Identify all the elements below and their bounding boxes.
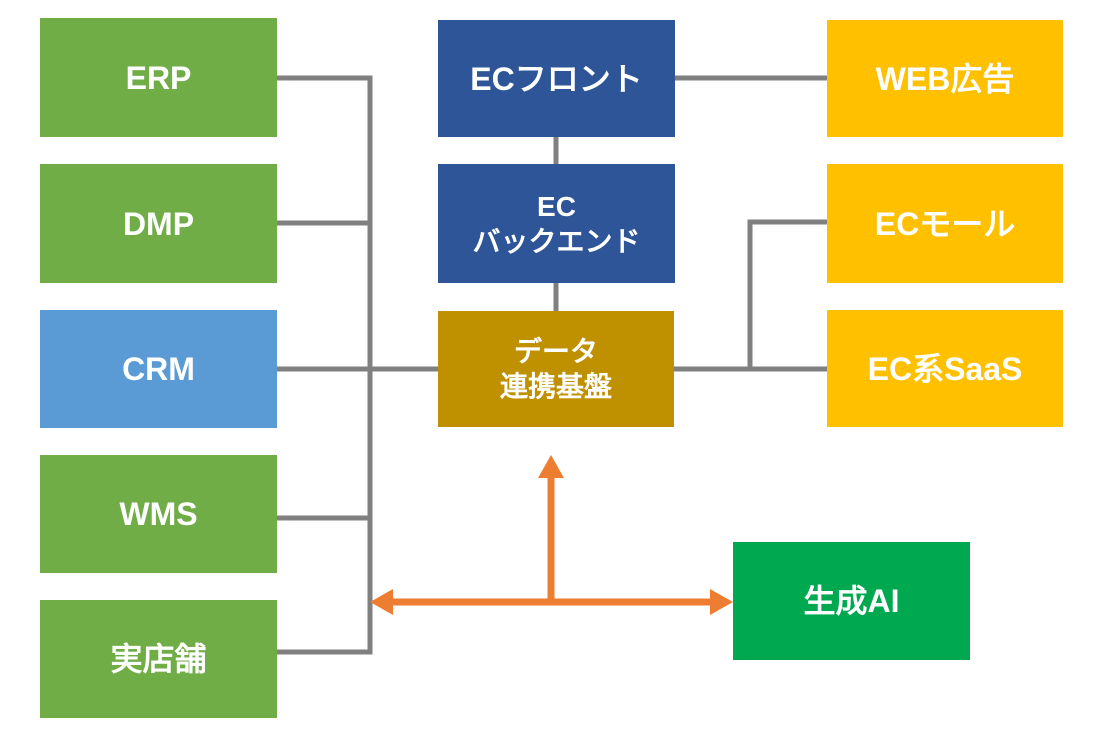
node-store: 実店舗 [40,600,277,718]
arrow-head-right [710,589,733,615]
node-wms: WMS [40,455,277,573]
node-web-ad: WEB広告 [827,20,1063,137]
node-dmp: DMP [40,164,277,283]
connector-left-bus [277,75,373,655]
node-gen-ai: 生成AI [733,542,970,660]
node-data-hub: データ 連携基盤 [438,311,674,427]
node-ec-front: ECフロント [438,20,675,137]
arrow-head-up [538,455,564,478]
node-ec-mall: ECモール [827,164,1063,283]
node-crm: CRM [40,310,277,428]
node-ec-saas: EC系SaaS [827,310,1063,427]
node-erp: ERP [40,18,277,137]
node-ec-backend: EC バックエンド [438,164,675,283]
connector-ecmall-branch [747,219,827,369]
arrow-head-left [370,589,393,615]
